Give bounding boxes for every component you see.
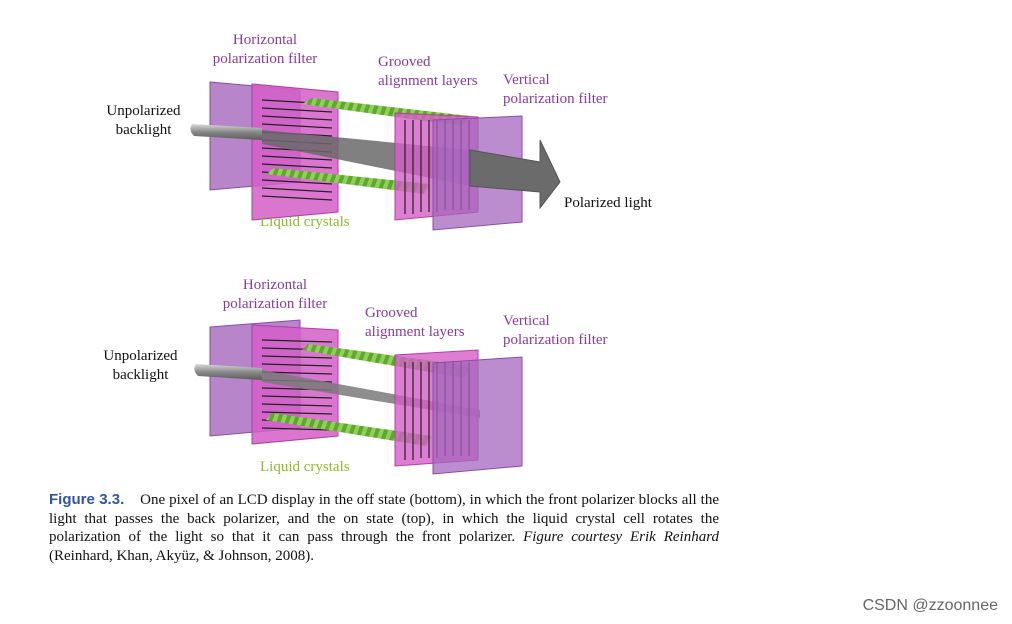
top-back-grooved-layer <box>251 83 339 221</box>
bottom-vertical-filter-label: Vertical polarization filter <box>503 313 608 348</box>
top-backlight-label: Unpolarized backlight <box>106 103 181 138</box>
top-backlight-rod <box>190 124 262 140</box>
top-liquid-crystal-lower <box>266 168 430 194</box>
bottom-vertical-filter <box>432 356 523 475</box>
watermark: CSDN @zzoonnee <box>862 597 998 614</box>
bottom-liquid-crystals-label: Liquid crystals <box>260 459 350 475</box>
bottom-horizontal-filter-label: Horizontal polarization filter <box>222 277 328 312</box>
top-panel <box>190 81 561 231</box>
polarized-light-label: Polarized light <box>564 195 652 211</box>
top-vertical-filter-label: Vertical polarization filter <box>503 72 608 107</box>
bottom-backlight-rod <box>194 364 262 380</box>
top-grooved-layers-label: Grooved alignment layers <box>378 54 478 89</box>
top-liquid-crystals-label: Liquid crystals <box>260 214 350 230</box>
bottom-panel <box>194 319 523 475</box>
polarized-light-arrow <box>469 139 561 210</box>
bottom-liquid-crystal-lower <box>266 413 432 446</box>
caption-citation: (Reinhard, Khan, Akyüz, & Johnson, 2008)… <box>49 547 314 564</box>
caption-credit: Figure courtesy Erik Reinhard <box>523 529 720 545</box>
figure-caption: Figure 3.3. One pixel of an LCD display … <box>49 491 719 565</box>
bottom-grooved-layers-label: Grooved alignment layers <box>365 305 465 340</box>
figure-label: Figure 3.3. <box>49 491 125 508</box>
bottom-backlight-label: Unpolarized backlight <box>103 348 178 383</box>
caption-text: One pixel of an LCD display in the off s… <box>49 492 720 545</box>
top-horizontal-filter-label: Horizontal polarization filter <box>212 32 318 67</box>
